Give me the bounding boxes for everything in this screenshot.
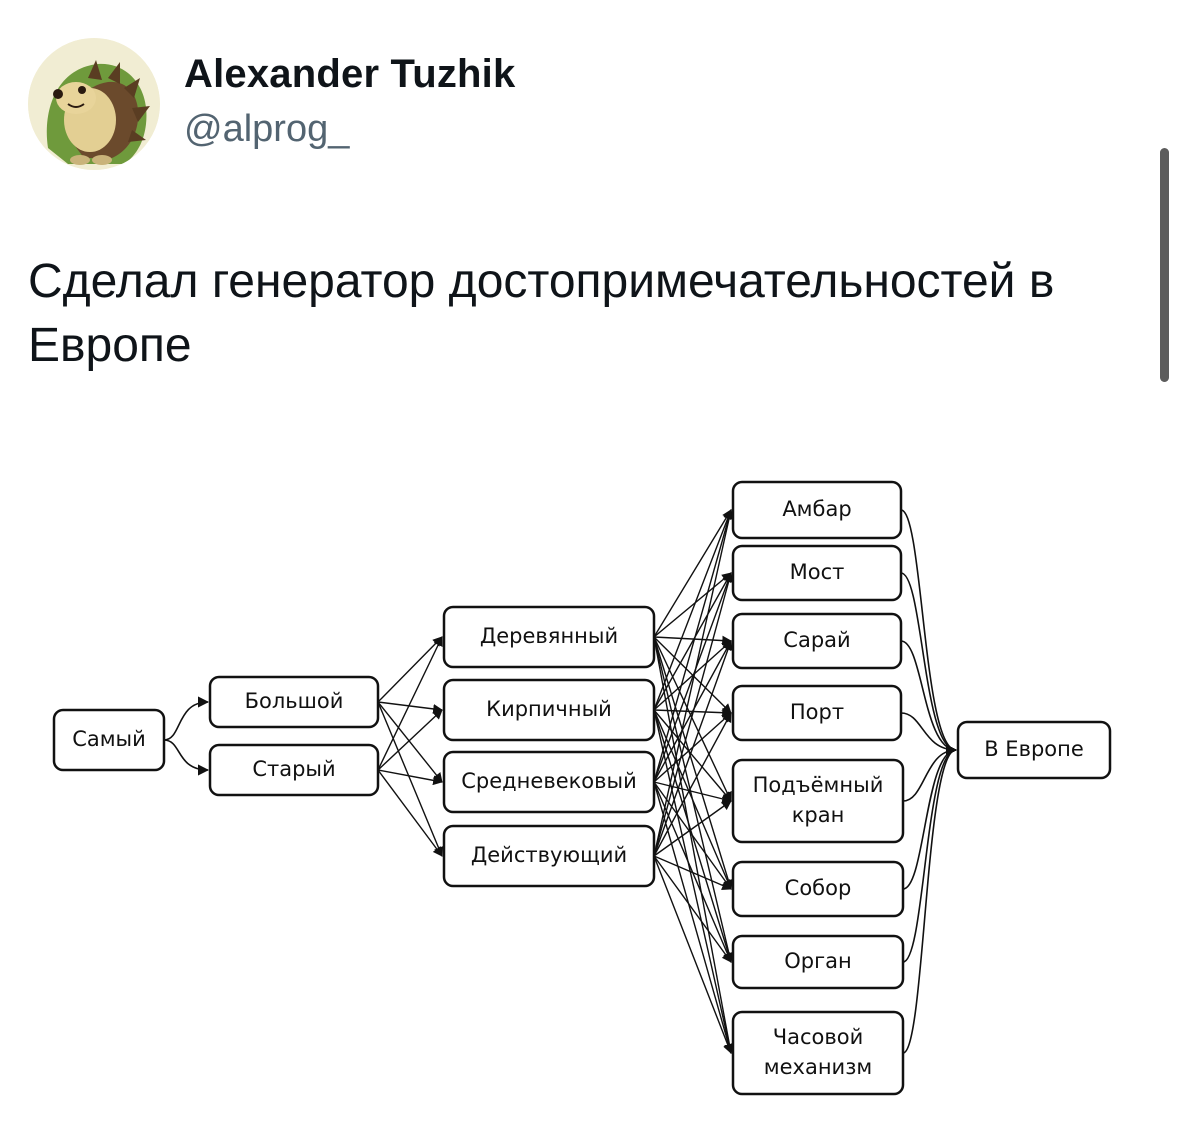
node-sarai: Сарай <box>731 612 903 670</box>
edge-srednevekovyi-to-sarai <box>653 640 732 783</box>
node-v_evrope: В Европе <box>956 720 1112 780</box>
node-label-organ-0: Орган <box>784 949 852 973</box>
node-label-deistvuyushchii-0: Действующий <box>471 843 627 867</box>
edge-deistvuyushchii-to-port <box>653 712 732 857</box>
node-label-v_evrope-0: В Европе <box>984 737 1084 761</box>
edge-srednevekovyi-to-most <box>653 572 733 783</box>
edge-deistvuyushchii-to-ambar <box>653 509 734 857</box>
tweet-text: Сделал генератор достопримечательностей … <box>28 255 1055 372</box>
edge-derevyannyi-to-podyemnyi_kran <box>653 636 732 802</box>
edge-kirpichnyi-to-sobor <box>653 709 733 890</box>
node-box-staryi <box>208 743 380 797</box>
node-kirpichnyi: Кирпичный <box>442 678 656 742</box>
edge-staryi-to-srednevekovyi <box>377 769 443 786</box>
node-samyi: Самый <box>52 708 166 772</box>
node-label-ambar-0: Амбар <box>782 497 851 521</box>
edge-deistvuyushchii-to-podyemnyi_kran <box>653 800 732 857</box>
edge-bolshoi-to-derevyannyi <box>377 636 443 703</box>
node-box-organ <box>731 934 905 990</box>
node-label-sobor-0: Собор <box>785 876 852 900</box>
edge-deistvuyushchii-to-chasovoi_mekhanizm <box>653 855 733 1054</box>
edge-samyi-to-staryi <box>163 739 210 776</box>
edge-derevyannyi-to-ambar <box>653 509 732 638</box>
hedgehog-avatar-icon[interactable] <box>28 38 160 170</box>
node-sobor: Собор <box>731 860 905 918</box>
node-label-podyemnyi_kran-1: кран <box>792 803 845 827</box>
edge-derevyannyi-to-sobor <box>653 636 734 890</box>
node-ambar: Амбар <box>731 480 903 540</box>
node-box-ambar <box>731 480 903 540</box>
node-label-staryi-0: Старый <box>252 757 335 781</box>
edge-staryi-to-deistvuyushchii <box>377 769 443 857</box>
node-box-sobor <box>731 860 905 918</box>
edge-srednevekovyi-to-chasovoi_mekhanizm <box>653 781 734 1054</box>
node-label-sarai-0: Сарай <box>783 628 850 652</box>
node-label-kirpichnyi-0: Кирпичный <box>486 697 612 721</box>
node-bolshoi: Большой <box>208 675 380 729</box>
node-derevyannyi: Деревянный <box>442 605 656 669</box>
edge-chasovoi_mekhanizm-to-v_evrope <box>902 744 958 1054</box>
node-box-chasovoi_mekhanizm <box>731 1010 905 1096</box>
node-staryi: Старый <box>208 743 380 797</box>
edge-samyi-to-bolshoi <box>163 696 210 741</box>
node-label-bolshoi-0: Большой <box>245 689 344 713</box>
edge-deistvuyushchii-to-organ <box>653 855 732 963</box>
node-box-sarai <box>731 612 903 670</box>
edge-staryi-to-derevyannyi <box>377 636 443 771</box>
edges-layer <box>163 509 958 1054</box>
edge-srednevekovyi-to-podyemnyi_kran <box>653 781 732 804</box>
scrollbar[interactable] <box>1160 148 1169 382</box>
node-box-derevyannyi <box>442 605 656 669</box>
node-box-samyi <box>52 708 166 772</box>
node-box-v_evrope <box>956 720 1112 780</box>
edge-deistvuyushchii-to-sobor <box>653 855 732 891</box>
node-box-podyemnyi_kran <box>731 758 905 844</box>
node-label-most-0: Мост <box>790 560 845 584</box>
edge-deistvuyushchii-to-most <box>653 572 734 857</box>
edge-derevyannyi-to-sarai <box>653 635 732 646</box>
edge-kirpichnyi-to-most <box>653 572 732 711</box>
edge-kirpichnyi-to-chasovoi_mekhanizm <box>653 709 734 1054</box>
node-label-podyemnyi_kran-0: Подъёмный <box>753 773 884 797</box>
node-box-kirpichnyi <box>442 678 656 742</box>
edge-ambar-to-v_evrope <box>900 509 958 756</box>
edge-derevyannyi-to-chasovoi_mekhanizm <box>653 636 735 1054</box>
edge-deistvuyushchii-to-sarai <box>653 640 733 857</box>
node-label-samyi-0: Самый <box>72 727 146 751</box>
edge-sobor-to-v_evrope <box>902 744 958 890</box>
node-organ: Орган <box>731 934 905 990</box>
node-box-srednevekovyi <box>442 750 656 814</box>
node-label-srednevekovyi-0: Средневековый <box>461 769 637 793</box>
edge-bolshoi-to-srednevekovyi <box>377 701 443 783</box>
edge-most-to-v_evrope <box>900 572 958 756</box>
edge-bolshoi-to-kirpichnyi <box>377 701 443 714</box>
node-port: Порт <box>731 684 903 742</box>
node-podyemnyi_kran: Подъёмный кран <box>731 758 905 844</box>
node-chasovoi_mekhanizm: Часовой механизм <box>731 1010 905 1096</box>
edge-staryi-to-kirpichnyi <box>377 709 443 771</box>
edge-derevyannyi-to-most <box>653 572 732 638</box>
edge-srednevekovyi-to-ambar <box>653 509 734 783</box>
edge-kirpichnyi-to-podyemnyi_kran <box>653 709 732 802</box>
node-box-port <box>731 684 903 742</box>
node-label-derevyannyi-0: Деревянный <box>480 624 618 648</box>
node-most: Мост <box>731 544 903 602</box>
edge-bolshoi-to-deistvuyushchii <box>377 701 444 857</box>
node-label-port-0: Порт <box>790 700 844 724</box>
edge-organ-to-v_evrope <box>902 744 958 963</box>
node-deistvuyushchii: Действующий <box>442 824 656 888</box>
node-srednevekovyi: Средневековый <box>442 750 656 814</box>
node-label-chasovoi_mekhanizm-1: механизм <box>764 1055 872 1079</box>
node-box-most <box>731 544 903 602</box>
edge-kirpichnyi-to-ambar <box>653 509 733 711</box>
author-name[interactable]: Alexander Tuzhik <box>184 52 516 96</box>
node-box-bolshoi <box>208 675 380 729</box>
author-handle[interactable]: @alprog_ <box>184 108 350 150</box>
node-box-deistvuyushchii <box>442 824 656 888</box>
node-label-chasovoi_mekhanizm-0: Часовой <box>773 1025 864 1049</box>
